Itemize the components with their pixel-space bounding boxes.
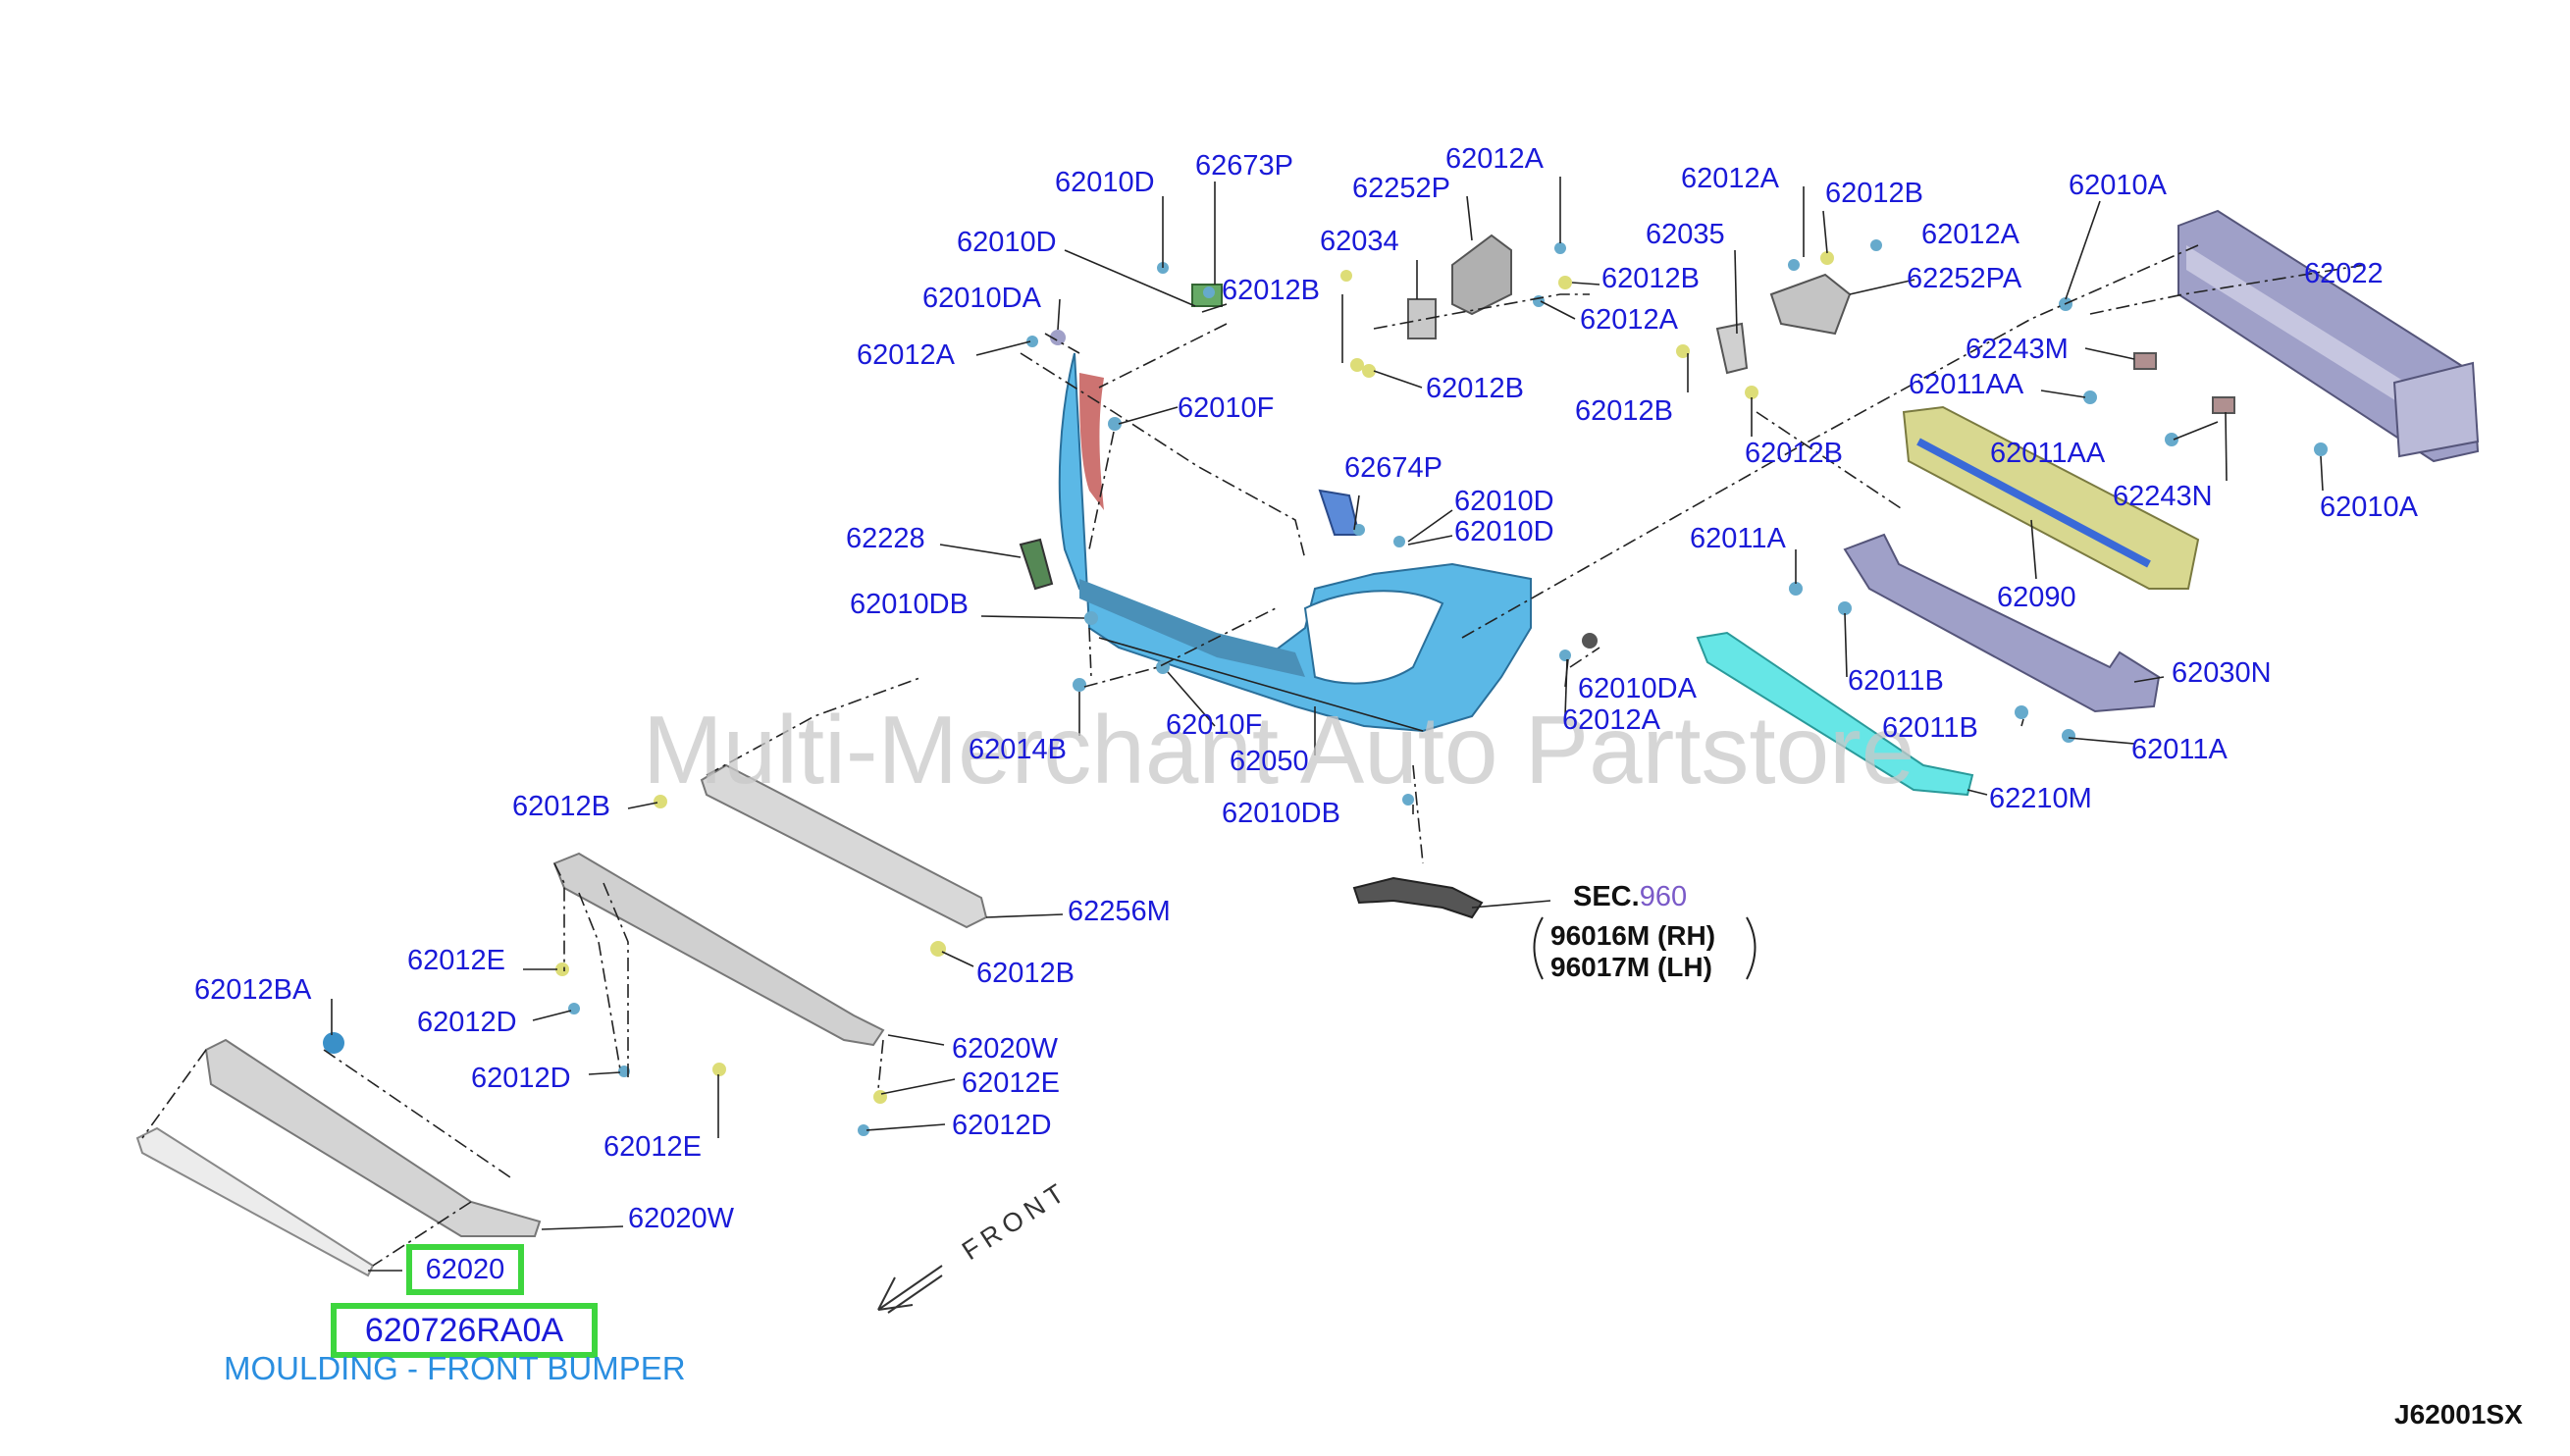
part-label[interactable]: 62012D — [417, 1007, 517, 1038]
part-label[interactable]: 62012E — [407, 945, 505, 976]
air-deflector-62210M[interactable] — [1696, 631, 1974, 797]
part-label[interactable]: 62034 — [1320, 226, 1399, 257]
part-label[interactable]: 62673P — [1195, 150, 1293, 182]
section-rh-part[interactable]: 96016M (RH) — [1550, 920, 1716, 951]
part-label[interactable]: 62011B — [1848, 665, 1944, 697]
part-label[interactable]: 62050 — [1230, 746, 1309, 777]
part-label[interactable]: 62012B — [1222, 275, 1320, 306]
bracket-62674P[interactable] — [1318, 489, 1361, 536]
part-label[interactable]: 62012E — [603, 1131, 702, 1163]
part-label[interactable]: 62035 — [1646, 219, 1725, 250]
part-label[interactable]: 62012BA — [194, 974, 312, 1006]
part-label[interactable]: 62020W — [952, 1033, 1059, 1065]
section-lh-part[interactable]: 96017M (LH) — [1550, 952, 1712, 982]
part-label[interactable]: 62012B — [976, 958, 1075, 989]
highlight-oem-number-box[interactable]: 620726RA0A — [331, 1303, 598, 1358]
part-label[interactable]: 62010DA — [922, 283, 1041, 314]
part-label[interactable]: 62010DB — [1222, 798, 1340, 829]
part-label[interactable]: 62012B — [1575, 395, 1673, 427]
part-label[interactable]: 62011A — [2131, 734, 2228, 765]
part-label[interactable]: 62243N — [2113, 481, 2213, 512]
highlight-part-number-box[interactable]: 62020 — [406, 1244, 524, 1295]
bracket-62228[interactable] — [1019, 538, 1054, 591]
bracket-62252P[interactable] — [1451, 234, 1512, 316]
section-ref[interactable]: SEC.960 — [1573, 883, 1687, 911]
part-label[interactable]: 62228 — [846, 523, 925, 554]
part-label[interactable]: 62252P — [1352, 173, 1450, 204]
assembly-lines — [141, 244, 2366, 1267]
part-label[interactable]: 62012B — [1745, 438, 1843, 469]
part-label[interactable]: 62256M — [1068, 896, 1171, 927]
part-label[interactable]: 62011AA — [1909, 369, 2024, 400]
duct-sec-960[interactable] — [1352, 876, 1484, 919]
part-label[interactable]: 62012E — [962, 1067, 1060, 1099]
fastener-clips — [323, 239, 2328, 1136]
part-label[interactable]: 62022 — [2304, 258, 2384, 289]
lower-stiffener-62030N[interactable] — [1843, 533, 2161, 713]
leader-lines — [331, 177, 2324, 1272]
part-label[interactable]: 62010DB — [850, 589, 969, 620]
bracket-62252PA[interactable] — [1769, 273, 1852, 336]
bracket-62034[interactable] — [1407, 298, 1437, 339]
part-label[interactable]: 62012A — [1681, 163, 1779, 194]
part-label[interactable]: 62012B — [1426, 373, 1524, 404]
front-arrow-icon — [877, 1265, 943, 1314]
bracket-62035[interactable] — [1715, 322, 1749, 375]
part-label[interactable]: 62012D — [952, 1110, 1052, 1141]
part-label[interactable]: 62210M — [1989, 783, 2092, 814]
highlight-oem-number: 620726RA0A — [364, 1311, 564, 1349]
part-label[interactable]: 62010D — [1454, 486, 1554, 517]
part-label[interactable]: 62010A — [2320, 492, 2418, 523]
part-label[interactable]: 62090 — [1997, 582, 2076, 613]
highlight-description: MOULDING - FRONT BUMPER — [224, 1350, 686, 1386]
part-label[interactable]: 62010F — [1178, 392, 1275, 424]
part-label[interactable]: 62020W — [628, 1203, 735, 1234]
part-label[interactable]: 62012A — [1921, 219, 2019, 250]
part-label[interactable]: 62011AA — [1990, 438, 2106, 469]
part-label[interactable]: 62243M — [1966, 334, 2069, 365]
part-label[interactable]: 62012A — [1580, 304, 1678, 336]
part-label[interactable]: 62012A — [1562, 704, 1660, 736]
part-label[interactable]: 62011A — [1690, 523, 1786, 554]
watermark: Multi-Merchant Auto Partstore — [643, 696, 1915, 804]
front-bumper-fascia-62050[interactable] — [1058, 352, 1532, 733]
part-label[interactable]: 62012A — [1445, 143, 1544, 175]
part-label[interactable]: 62012D — [471, 1063, 571, 1094]
bracket-62243N[interactable] — [2212, 396, 2235, 414]
part-label[interactable]: 62012B — [512, 791, 610, 822]
section-prefix: SEC. — [1573, 881, 1640, 912]
part-label[interactable]: 62010D — [1055, 167, 1155, 198]
part-label[interactable]: 62010DA — [1578, 673, 1697, 704]
part-label[interactable]: 62010F — [1166, 709, 1263, 741]
part-label[interactable]: 62011B — [1882, 712, 1978, 744]
highlight-part-number: 62020 — [425, 1253, 505, 1285]
part-label[interactable]: 62252PA — [1907, 263, 2022, 294]
part-label[interactable]: 62010A — [2069, 170, 2167, 201]
part-label[interactable]: 62012B — [1825, 178, 1923, 209]
part-label[interactable]: 62014B — [969, 734, 1067, 765]
energy-absorber-62090[interactable] — [1902, 405, 2200, 590]
part-label[interactable]: 62012B — [1601, 263, 1700, 294]
bumper-reinforcement-62022[interactable] — [2177, 209, 2480, 463]
section-number: 960 — [1639, 881, 1688, 912]
part-label[interactable]: 62030N — [2172, 657, 2272, 689]
part-label[interactable]: 62010D — [1454, 516, 1554, 547]
diagram-code: J62001SX — [2394, 1399, 2523, 1430]
bracket-62243M[interactable] — [2133, 352, 2157, 370]
part-label[interactable]: 62010D — [957, 227, 1057, 258]
moulding-62020W-upper[interactable] — [552, 852, 885, 1047]
part-label[interactable]: 62012A — [857, 339, 955, 371]
part-label[interactable]: 62674P — [1344, 452, 1442, 484]
sec-parentheses — [1533, 916, 1757, 980]
